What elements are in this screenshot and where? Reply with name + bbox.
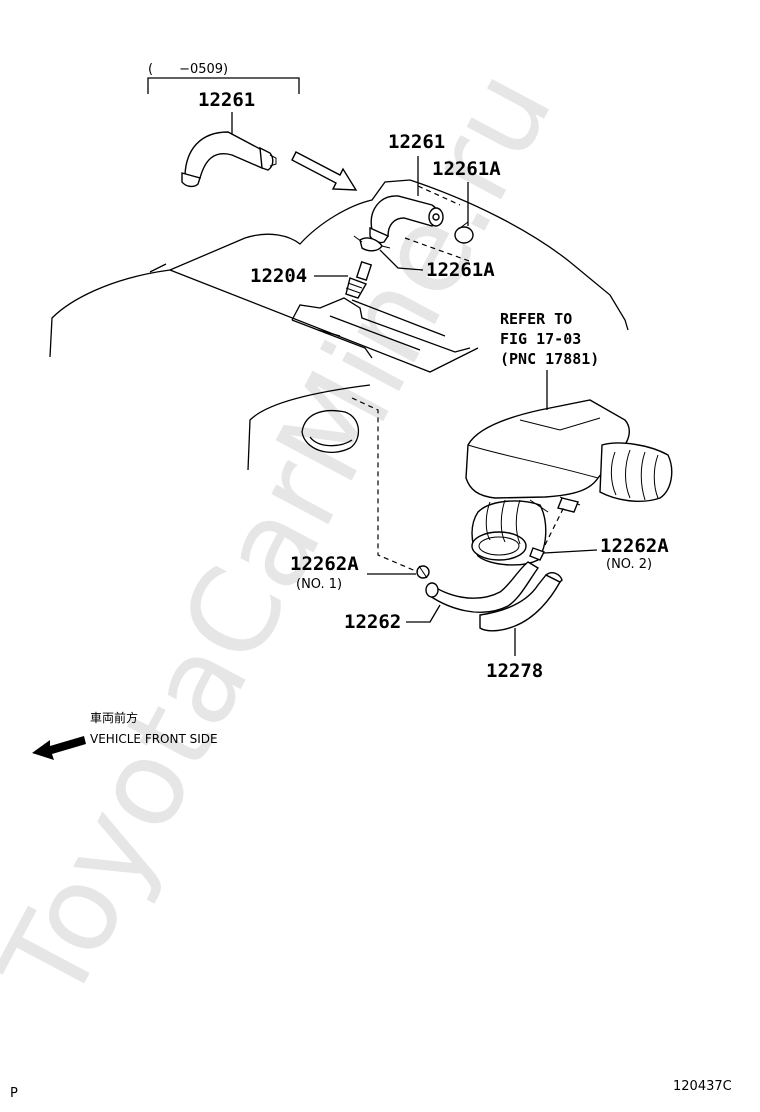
dashed-link-clamp2 <box>544 504 566 546</box>
figure-id: 120437C <box>673 1079 732 1094</box>
callout-12204: 12204 <box>250 265 307 287</box>
refer-note-line3: (PNC 17881) <box>500 350 599 368</box>
callout-12262a-no2-sub: (NO. 2) <box>606 557 652 572</box>
leader-12262 <box>406 604 441 623</box>
callout-12261-new: 12261 <box>388 131 445 153</box>
clip-12261a-mid-part <box>353 235 391 252</box>
engine-outline <box>49 179 629 471</box>
refer-note-line1: REFER TO <box>500 310 572 328</box>
front-label-jp: 車両前方 <box>90 710 138 725</box>
front-label-en: VEHICLE FRONT SIDE <box>90 732 218 746</box>
dashed-link-clamp1 <box>351 397 419 573</box>
date-range-label: ( −0509) <box>148 62 228 77</box>
leader-12262a-no2 <box>543 549 598 554</box>
pcv-valve-part <box>345 260 373 299</box>
direction-arrow <box>291 151 358 191</box>
clamp-no2-part <box>529 547 545 561</box>
page-code: P <box>10 1086 18 1101</box>
hose-12262-part <box>425 561 540 613</box>
dashed-link-hose <box>404 185 473 263</box>
clip-12261a-top-part <box>454 221 474 244</box>
pcv-hose-new-part <box>369 195 444 244</box>
leader-12261a-mid <box>379 249 424 271</box>
callout-12262: 12262 <box>344 611 401 633</box>
callout-12261a-mid: 12261A <box>426 259 495 281</box>
pcv-hose-old-part <box>181 131 277 188</box>
date-range-bracket <box>147 77 300 94</box>
front-direction-arrow-icon <box>32 736 86 760</box>
callout-12262a-no2: 12262A <box>600 535 669 557</box>
head-cover-ribs <box>291 297 471 359</box>
callout-12261a-top: 12261A <box>432 158 501 180</box>
callout-12262a-no1-sub: (NO. 1) <box>296 577 342 592</box>
air-cleaner-assembly <box>465 399 673 566</box>
callout-12262a-no1: 12262A <box>290 553 359 575</box>
callout-12261-old: 12261 <box>198 89 255 111</box>
clamp-no1-part <box>416 565 430 579</box>
hose-12278-part <box>479 572 563 632</box>
refer-note-line2: FIG 17-03 <box>500 330 581 348</box>
callout-12278: 12278 <box>486 660 543 682</box>
